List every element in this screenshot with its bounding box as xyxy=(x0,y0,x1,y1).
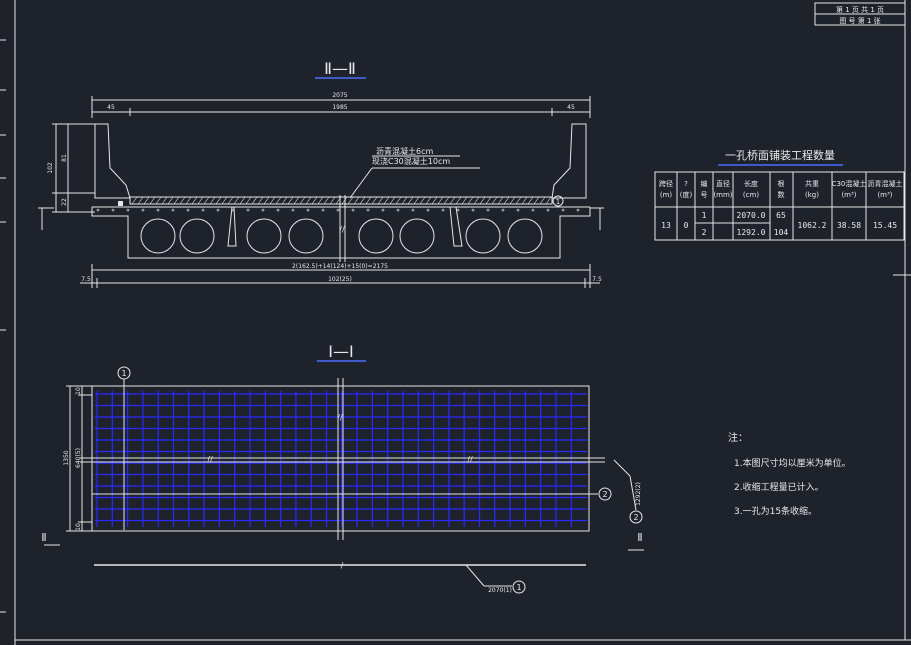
dim-plan-top: 10 xyxy=(75,387,82,395)
dim-plan-height: 1350 xyxy=(63,450,70,465)
table-title: 一孔桥面铺装工程数量 xyxy=(725,149,835,162)
dim-side-length: 1292(2) xyxy=(635,482,642,506)
note-2: 2.收缩工程量已计入。 xyxy=(734,481,824,493)
dim-height-lower: 22 xyxy=(61,198,68,206)
table-header-0: 跨径(m) xyxy=(659,179,673,199)
table-header-2: 编号 xyxy=(701,179,708,199)
title-block-line2: 图 号 第 1 张 xyxy=(839,16,880,25)
dim-total-width: 2075 xyxy=(332,92,347,99)
dim-left-curb: 45 xyxy=(107,104,115,111)
table-header-6: 共重(kg) xyxy=(805,179,819,199)
dim-height-upper: 81 xyxy=(61,154,68,162)
dim-plan-bottom: 10 xyxy=(75,523,82,531)
notes-heading: 注： xyxy=(728,431,748,444)
cell-count-1: 65 xyxy=(776,211,786,220)
callout-concrete: 现浇C30混凝土10cm xyxy=(372,156,450,166)
title-block: 第 1 页 共 1 页 图 号 第 1 张 xyxy=(814,2,906,26)
dim-deck-width: 1985 xyxy=(332,104,347,111)
section-mark-right: I xyxy=(599,219,602,229)
cell-count-2: 104 xyxy=(774,228,789,237)
cell-length-1: 2070.0 xyxy=(737,211,766,220)
dim-plan-inner: 640(5) xyxy=(75,448,82,468)
dim-right-edge: 7.5 xyxy=(592,276,602,283)
dim-left-edge: 7.5 xyxy=(81,276,91,283)
marker-1-section-II: 1 xyxy=(556,198,560,206)
rebar-marker: 1 xyxy=(516,583,521,592)
title-block-line1: 第 1 页 共 1 页 xyxy=(836,5,884,14)
cell-no-1: 1 xyxy=(702,211,707,220)
section-I-title: Ⅰ—Ⅰ xyxy=(328,342,353,361)
dim-right-curb: 45 xyxy=(567,104,575,111)
table-header-7: C30混凝土(m³) xyxy=(832,179,867,199)
cell-asphalt: 15.45 xyxy=(873,221,897,230)
section-mark-right-II: Ⅱ xyxy=(637,531,642,544)
table-header-5: 根数 xyxy=(778,179,785,199)
section-I-drawing: Ⅰ—Ⅰ // // // 1350 640(5) 10 10 1 2 xyxy=(41,342,644,594)
cell-weight: 1062.2 xyxy=(798,221,827,230)
notes: 注： 1.本图尺寸均以厘米为单位。 2.收缩工程量已计入。 3.一孔为15条收缩… xyxy=(728,431,851,517)
section-II-drawing: Ⅱ—Ⅱ 2075 45 1985 45 102 81 22 xyxy=(38,59,604,288)
rebar-length-label: 2070(1) xyxy=(488,587,512,594)
cell-length-2: 1292.0 xyxy=(737,228,766,237)
svg-text://: // xyxy=(337,413,343,422)
table-header-3: 直径(mm) xyxy=(713,179,732,199)
svg-text://: // xyxy=(207,455,213,464)
note-3: 3.一孔为15条收缩。 xyxy=(734,505,817,517)
section-mark-left: Ⅱ xyxy=(41,531,46,544)
marker-2-right: 2 xyxy=(602,490,607,499)
dim-beam-sum: 2(162.5)+14(124)+15(0)=2175 xyxy=(292,263,388,270)
svg-text://: // xyxy=(339,225,345,234)
table-header-4: 长度(cm) xyxy=(743,179,759,199)
cell-c30: 38.58 xyxy=(837,221,861,230)
note-1: 1.本图尺寸均以厘米为单位。 xyxy=(734,457,851,469)
svg-text://: // xyxy=(467,455,473,464)
cell-span: 13 xyxy=(661,221,671,230)
marker-2-side: 2 xyxy=(633,513,638,522)
svg-text:/: / xyxy=(341,561,344,570)
table-header-8: 沥青混凝土(m³) xyxy=(868,179,903,199)
table-header-1: ?(度) xyxy=(680,180,693,199)
marker-1-plan: 1 xyxy=(121,369,126,378)
callout-asphalt: 沥青混凝土6cm xyxy=(376,146,433,156)
dim-bottom: 102(25) xyxy=(328,276,352,283)
dim-height-total: 102 xyxy=(47,162,54,174)
cell-no-2: 2 xyxy=(702,228,707,237)
cell-angle: 0 xyxy=(684,221,689,230)
section-II-title: Ⅱ—Ⅱ xyxy=(324,59,356,78)
